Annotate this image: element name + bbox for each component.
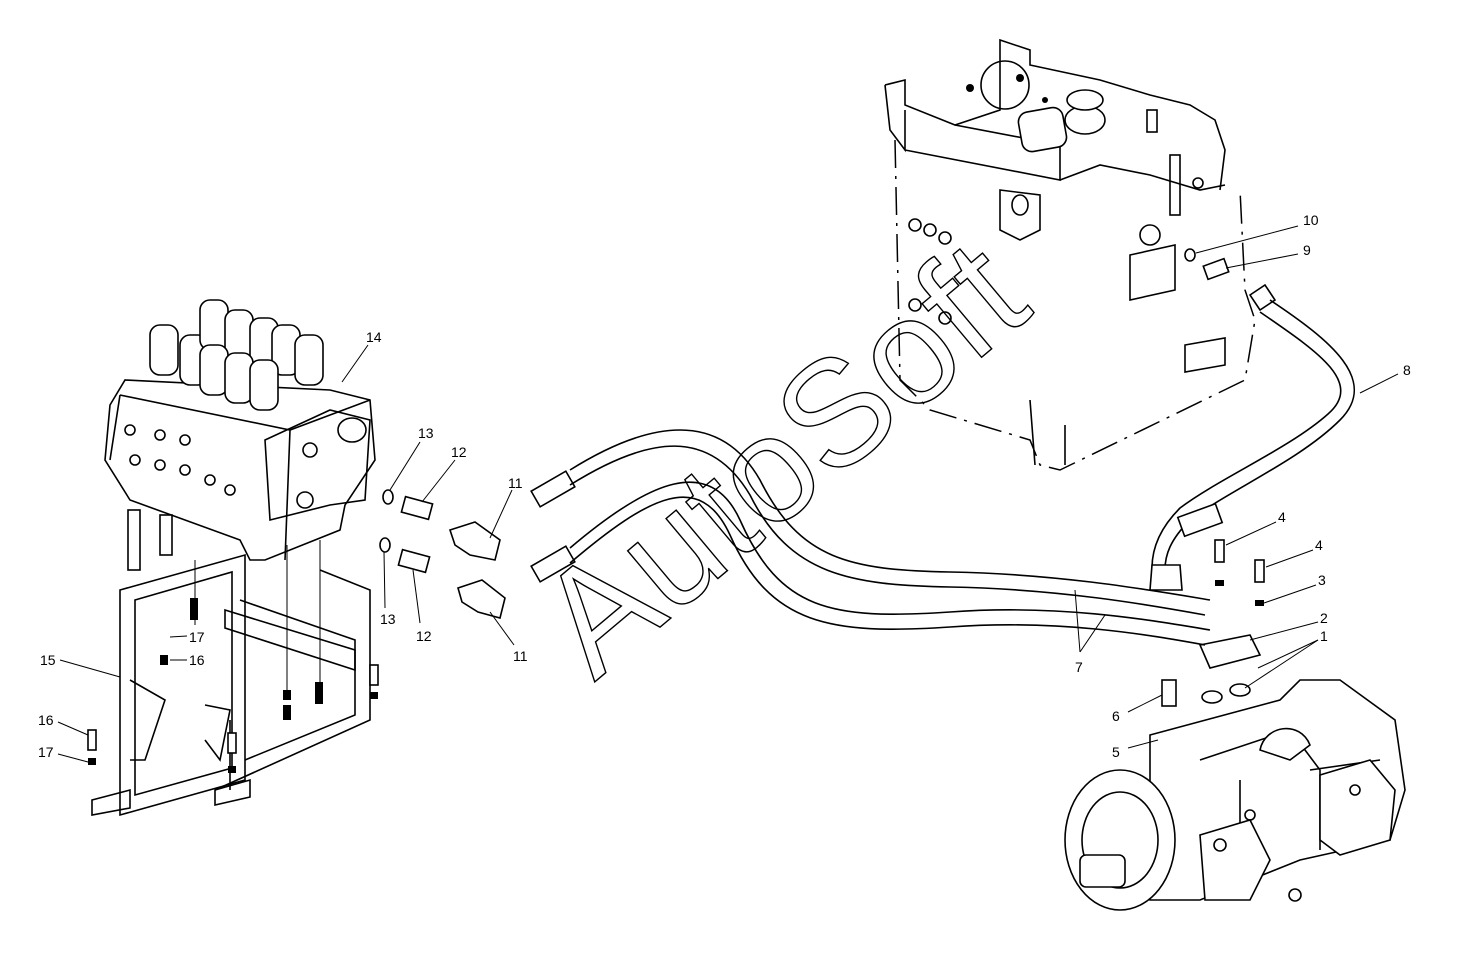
callout-labels: 14 13 12 11 13 12 11 10 9 8 4 4 3 2 1 7 … (38, 212, 1411, 760)
fittings (379, 248, 1277, 744)
control-valve (104, 299, 376, 571)
solenoids (149, 299, 324, 411)
callout-11-upper: 11 (508, 475, 523, 491)
callout-11-lower: 11 (513, 648, 528, 664)
callout-8: 8 (1403, 362, 1411, 378)
callout-14: 14 (366, 329, 382, 345)
callout-6: 6 (1112, 708, 1120, 724)
callout-12-lower: 12 (416, 628, 432, 644)
callout-4-left: 4 (1278, 509, 1286, 525)
callout-13-upper: 13 (418, 425, 434, 441)
watermark: AutoSoft (507, 208, 1056, 707)
valve-stand-frame (87, 540, 379, 817)
callout-7: 7 (1075, 659, 1083, 675)
callout-4-right: 4 (1315, 537, 1323, 553)
hoses (569, 299, 1355, 646)
leader-lines (57, 225, 1399, 763)
callout-16-lower: 16 (38, 712, 54, 728)
callout-9: 9 (1303, 242, 1311, 258)
callout-17-lower: 17 (38, 744, 54, 760)
callout-12-upper: 12 (451, 444, 467, 460)
hydraulic-pump (1064, 679, 1406, 911)
callout-5: 5 (1112, 744, 1120, 760)
callout-3: 3 (1318, 572, 1326, 588)
callout-2: 2 (1320, 610, 1328, 626)
callout-16-upper: 16 (189, 652, 205, 668)
callout-15: 15 (40, 652, 56, 668)
callout-1: 1 (1320, 628, 1328, 644)
callout-13-lower: 13 (380, 611, 396, 627)
hydraulic-tank (884, 38, 1256, 471)
callout-17-upper: 17 (189, 629, 205, 645)
callout-10: 10 (1303, 212, 1319, 228)
